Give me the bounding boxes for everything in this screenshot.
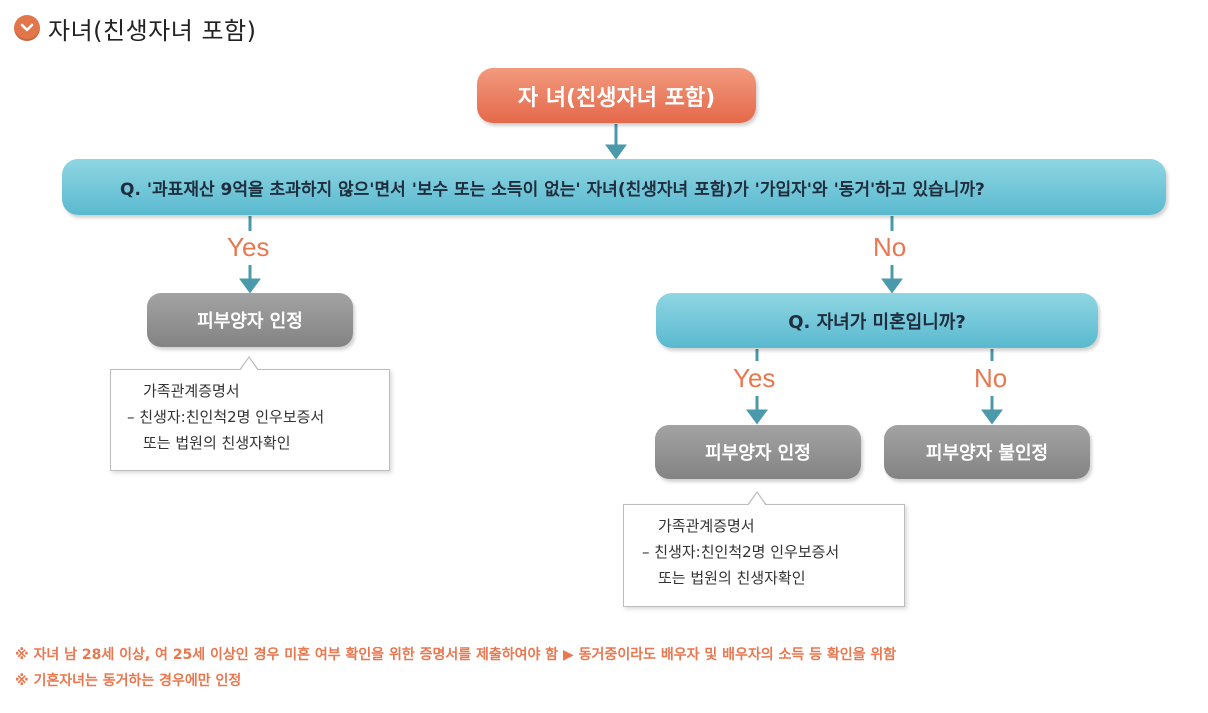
no-label-1: No: [873, 232, 907, 262]
section-header: 자녀(친생자녀 포함): [14, 12, 257, 45]
documents-callout-1: 가족관계증명서 – 친생자:친인척2명 인우보증서 또는 법원의 친생자확인: [110, 356, 390, 471]
question-2: Q. 자녀가 미혼입니까?: [656, 293, 1098, 348]
yes-label-1: Yes: [227, 232, 270, 262]
callout-line: 또는 법원의 친생자확인: [658, 569, 806, 587]
yes-label-2: Yes: [733, 363, 776, 393]
callout-line: 가족관계증명서: [658, 517, 755, 535]
documents-callout-2: 가족관계증명서 – 친생자:친인척2명 인우보증서 또는 법원의 친생자확인: [623, 491, 905, 607]
callout-line: 가족관계증명서: [143, 382, 240, 400]
callout-line: – 친생자:친인척2명 인우보증서: [642, 543, 840, 561]
start-node: 자 녀(친생자녀 포함): [477, 68, 756, 123]
callout-line: – 친생자:친인척2명 인우보증서: [127, 408, 325, 426]
section-title: 자녀(친생자녀 포함): [48, 16, 257, 45]
question-1: Q. '과표재산 9억을 초과하지 않으'면서 '보수 또는 소득이 없는' 자…: [62, 159, 1166, 215]
chevron-down-icon[interactable]: [14, 15, 40, 41]
footnote-1: ※ 자녀 남 28세 이상, 여 25세 이상인 경우 미혼 여부 확인을 위한…: [15, 647, 897, 663]
callout-line: 또는 법원의 친생자확인: [143, 434, 291, 452]
result-dependent-approved-2: 피부양자 인정: [655, 425, 861, 479]
footnote-2: ※ 기혼자녀는 동거하는 경우에만 인정: [15, 673, 242, 689]
result-dependent-approved-1: 피부양자 인정: [147, 293, 353, 347]
result-dependent-rejected: 피부양자 불인정: [884, 425, 1090, 479]
no-label-2: No: [974, 363, 1008, 393]
